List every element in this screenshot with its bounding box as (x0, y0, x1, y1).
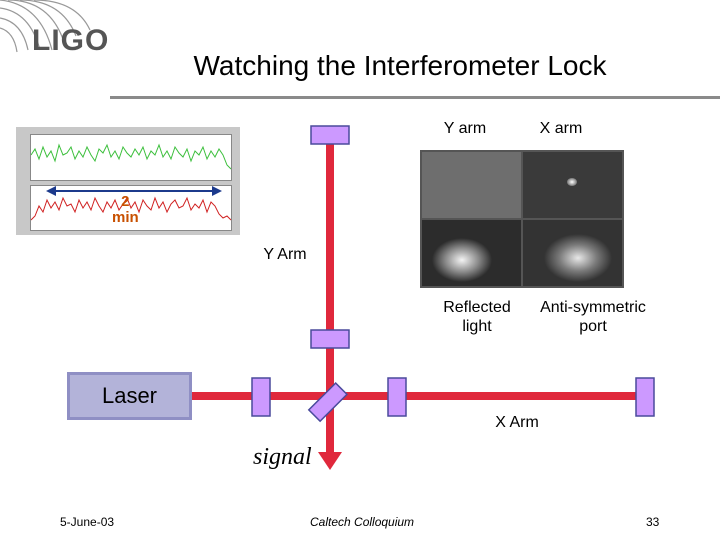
signal-beam (326, 396, 334, 452)
strip-chart-image (16, 127, 240, 235)
beamsplitter (307, 381, 349, 423)
camera-image-x-arm (523, 152, 622, 218)
x-end-mirror (635, 377, 655, 417)
y-arm-label: Y Arm (263, 246, 307, 263)
signal-label: signal (253, 444, 312, 470)
strip-chart-top-panel (30, 134, 232, 181)
camera-image-grid (420, 150, 624, 288)
x-arm-label: X Arm (495, 414, 539, 431)
camera-image-y-arm (422, 152, 521, 218)
signal-arrow-icon (318, 452, 342, 470)
logo-wordmark: LIGO (32, 24, 110, 57)
camera-image-reflected (422, 220, 521, 286)
camera-label-reflected: Reflected light (443, 299, 511, 335)
x-input-mirror (387, 377, 407, 417)
laser-box: Laser (67, 372, 192, 420)
x-arm-beam (192, 392, 646, 400)
y-arm-beam (326, 142, 334, 396)
time-scale-text: 2 min (112, 193, 139, 226)
time-scale-label: 2 min (112, 194, 139, 226)
footer-event: Caltech Colloquium (310, 515, 415, 529)
logo-arcs-icon (0, 0, 91, 53)
page-number: 33 (646, 515, 660, 529)
time-scale-arrow-icon (46, 186, 222, 196)
footer-date: 5-June-03 (60, 515, 115, 529)
y-input-mirror (310, 329, 350, 349)
laser-label: Laser (101, 383, 158, 408)
camera-label-antisymmetric: Anti-symmetric port (540, 299, 646, 335)
page-title: Watching the Interferometer Lock (193, 50, 607, 81)
recycling-mirror (251, 377, 271, 417)
y-end-mirror (310, 125, 350, 145)
camera-image-antisymmetric (523, 220, 622, 286)
camera-label-x-arm: X arm (539, 120, 583, 137)
title-divider (110, 96, 720, 99)
camera-label-y-arm: Y arm (443, 120, 487, 137)
strip-chart-bottom-panel (30, 185, 232, 231)
